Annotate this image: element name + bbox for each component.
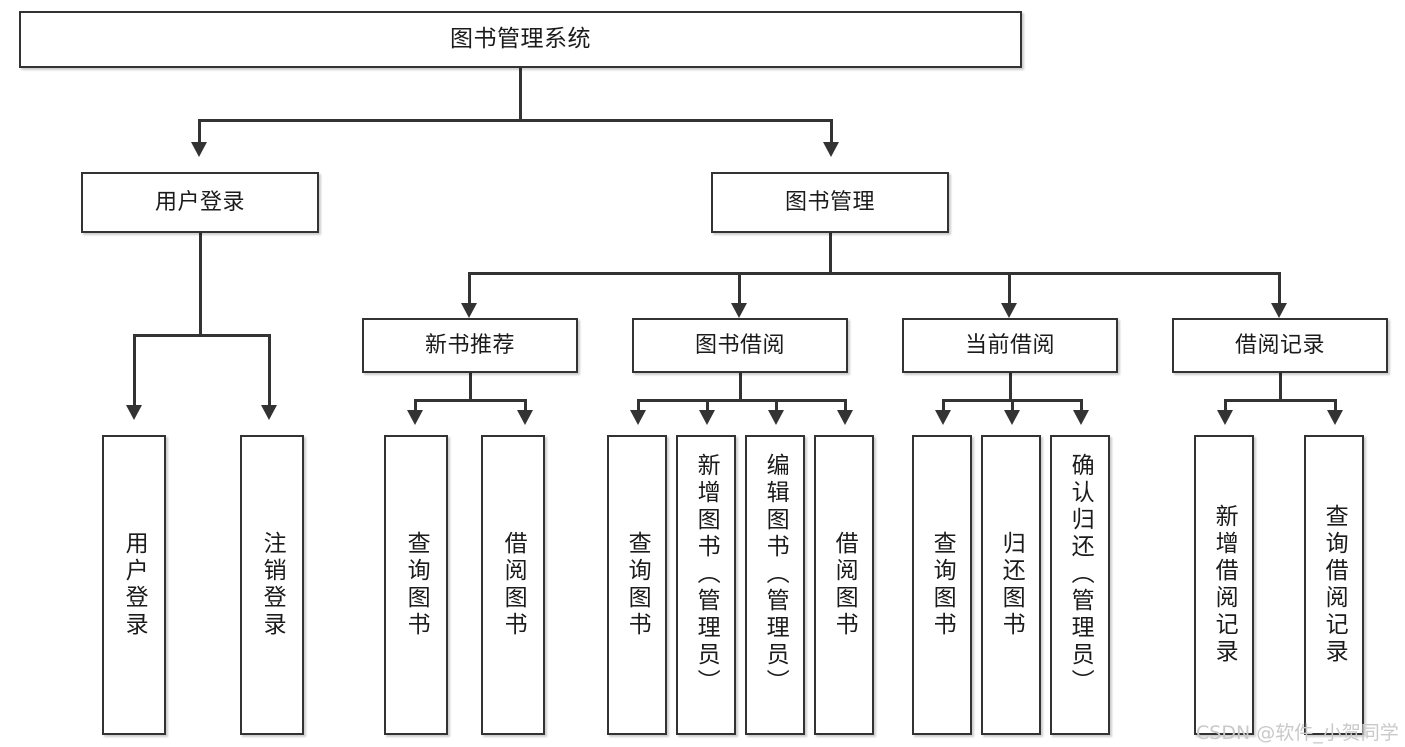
node-label: 图书管理 [784,189,875,215]
connector-book-borrow-drop-4 [844,399,847,411]
node-book-manage[interactable]: 图书管理 [711,172,949,233]
node-label: 归还图书 [998,531,1025,639]
connector-borrow-record-bus [1224,399,1336,402]
node-label: 查询借阅记录 [1321,504,1348,666]
leaf-edit-book[interactable]: 编辑图书（管理员） [745,435,805,735]
leaf-add-book[interactable]: 新增图书（管理员） [676,435,736,735]
node-borrow-record[interactable]: 借阅记录 [1172,318,1388,373]
node-label: 编辑图书（管理员） [762,453,789,696]
node-user-login[interactable]: 用户登录 [81,172,319,233]
node-label: 图书借阅 [694,332,785,358]
arrow-to-borrow-record [1271,303,1287,318]
node-label: 借阅图书 [831,531,858,639]
arrow-to-leaf-add-book [699,410,715,425]
arrow-to-leaf-return-book [1004,410,1020,425]
node-label: 图书管理系统 [450,26,591,53]
connector-current-borrow-stem [1009,373,1012,401]
node-label: 确认归还（管理员） [1067,453,1094,696]
leaf-logout[interactable]: 注销登录 [240,435,304,735]
node-label: 借阅图书 [500,531,527,639]
arrow-to-leaf-borrow-book-2 [837,410,853,425]
leaf-add-borrow-record[interactable]: 新增借阅记录 [1194,435,1254,735]
arrow-to-leaf-query-book-1 [407,410,423,425]
connector-user-login-drop-1 [133,334,136,406]
connector-root-drop-1 [198,119,201,143]
connector-new-book-drop-2 [524,399,527,411]
leaf-borrow-book[interactable]: 借阅图书 [814,435,874,735]
node-book-borrow[interactable]: 图书借阅 [632,318,848,373]
node-label: 新增借阅记录 [1211,504,1238,666]
connector-current-borrow-drop-2 [1011,399,1014,411]
connector-borrow-record-drop-2 [1334,399,1337,411]
node-label: 借阅记录 [1234,332,1325,358]
leaf-query-book-new[interactable]: 查询图书 [384,435,448,735]
connector-user-login-stem [199,233,202,336]
leaf-query-book-current[interactable]: 查询图书 [912,435,972,735]
connector-new-book-drop-1 [414,399,417,411]
connector-current-borrow-drop-1 [942,399,945,411]
arrow-to-leaf-borrow-book-1 [517,410,533,425]
arrow-to-leaf-edit-book [768,410,784,425]
connector-root-stem [519,68,522,120]
arrow-to-user-login [191,142,207,157]
connector-book-manage-stem [829,233,832,274]
csdn-watermark: CSDN @软件_小贺同学 [1196,722,1399,744]
connector-level2-drop-3 [1008,272,1011,304]
connector-book-borrow-drop-1 [637,399,640,411]
arrow-to-leaf-query-record [1327,410,1343,425]
node-new-book-recommend[interactable]: 新书推荐 [362,318,578,373]
node-current-borrow[interactable]: 当前借阅 [902,318,1118,373]
node-label: 当前借阅 [964,332,1055,358]
node-label: 查询图书 [929,531,956,639]
connector-new-book-stem [469,373,472,401]
connector-user-login-drop-2 [268,334,271,406]
connector-user-login-bus [133,334,270,337]
node-label: 用户登录 [121,531,148,639]
leaf-query-borrow-record[interactable]: 查询借阅记录 [1304,435,1364,735]
leaf-confirm-return[interactable]: 确认归还（管理员） [1050,435,1110,735]
arrow-to-leaf-query-book-2 [630,410,646,425]
leaf-query-book-borrow[interactable]: 查询图书 [607,435,667,735]
connector-book-borrow-stem [739,373,742,401]
connector-book-borrow-drop-3 [775,399,778,411]
arrow-to-current-borrow [1001,303,1017,318]
arrow-to-leaf-confirm-return [1073,410,1089,425]
node-label: 注销登录 [259,531,286,639]
node-label: 新增图书（管理员） [693,453,720,696]
connector-borrow-record-stem [1279,373,1282,401]
connector-level2-drop-2 [738,272,741,304]
node-label: 查询图书 [624,531,651,639]
leaf-borrow-book-new[interactable]: 借阅图书 [481,435,545,735]
connector-level2-bus [468,272,1280,275]
connector-new-book-bus [414,399,526,402]
connector-book-borrow-drop-2 [706,399,709,411]
connector-root-bus [198,119,832,122]
arrow-to-book-manage [823,142,839,157]
connector-current-borrow-drop-3 [1080,399,1083,411]
arrow-to-book-borrow [731,303,747,318]
arrow-to-leaf-query-book-3 [935,410,951,425]
arrow-to-leaf-add-record [1217,410,1233,425]
connector-book-borrow-bus [637,399,845,402]
leaf-user-login[interactable]: 用户登录 [102,435,166,735]
node-label: 新书推荐 [424,332,515,358]
arrow-to-new-book [461,303,477,318]
node-root[interactable]: 图书管理系统 [19,11,1022,68]
connector-borrow-record-drop-1 [1224,399,1227,411]
leaf-return-book[interactable]: 归还图书 [981,435,1041,735]
node-label: 查询图书 [403,531,430,639]
connector-level2-drop-1 [468,272,471,304]
node-label: 用户登录 [154,189,245,215]
connector-level2-drop-4 [1278,272,1281,304]
connector-root-drop-2 [830,119,833,143]
arrow-to-leaf-user-login [126,405,142,420]
arrow-to-leaf-logout [261,405,277,420]
